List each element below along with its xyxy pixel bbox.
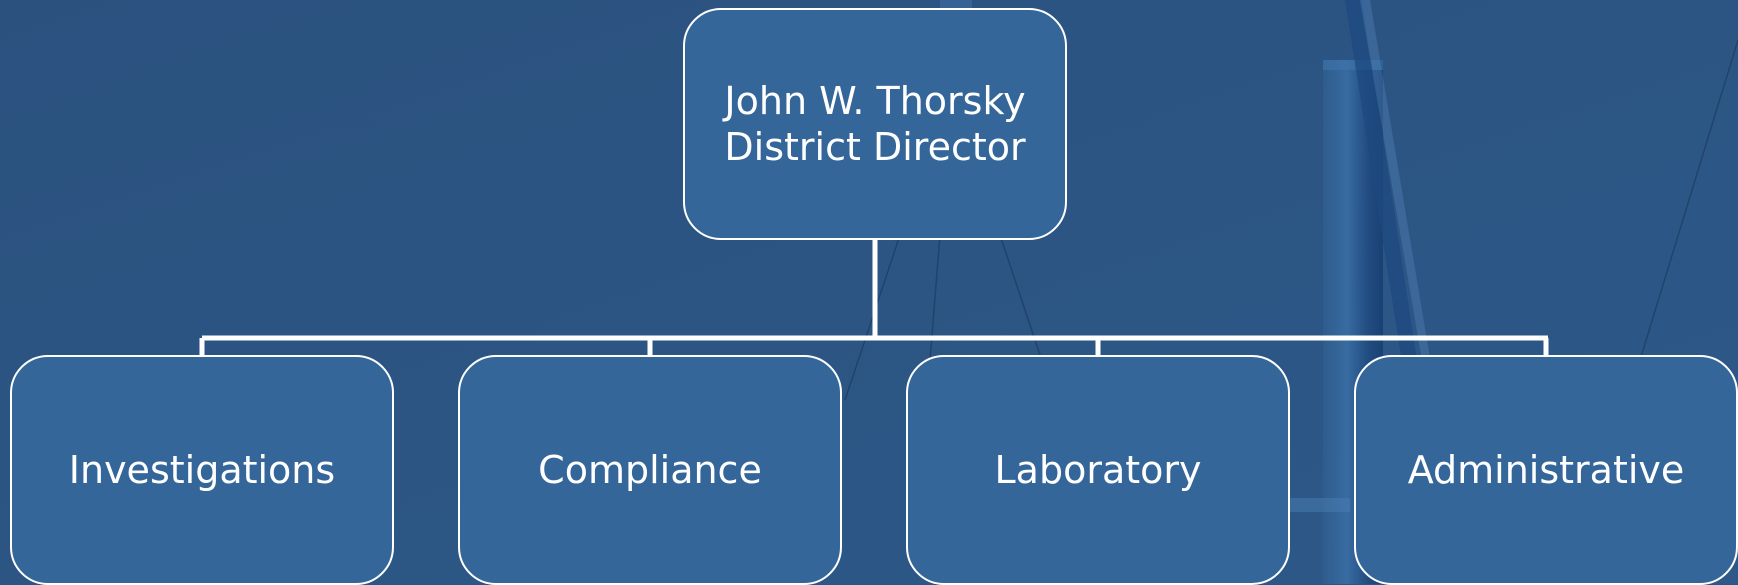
child-node-laboratory: Laboratory	[906, 355, 1290, 585]
root-node-district-director: John W. Thorsky District Director	[683, 8, 1067, 240]
child-node-label: Investigations	[68, 447, 336, 492]
child-node-compliance: Compliance	[458, 355, 842, 585]
child-node-investigations: Investigations	[10, 355, 394, 585]
child-node-label: Compliance	[538, 447, 762, 492]
child-node-administrative: Administrative	[1354, 355, 1738, 585]
root-node-title: District Director	[724, 125, 1026, 169]
root-node-name: John W. Thorsky	[724, 78, 1026, 123]
child-node-label: Laboratory	[994, 447, 1202, 492]
child-node-label: Administrative	[1407, 447, 1685, 492]
